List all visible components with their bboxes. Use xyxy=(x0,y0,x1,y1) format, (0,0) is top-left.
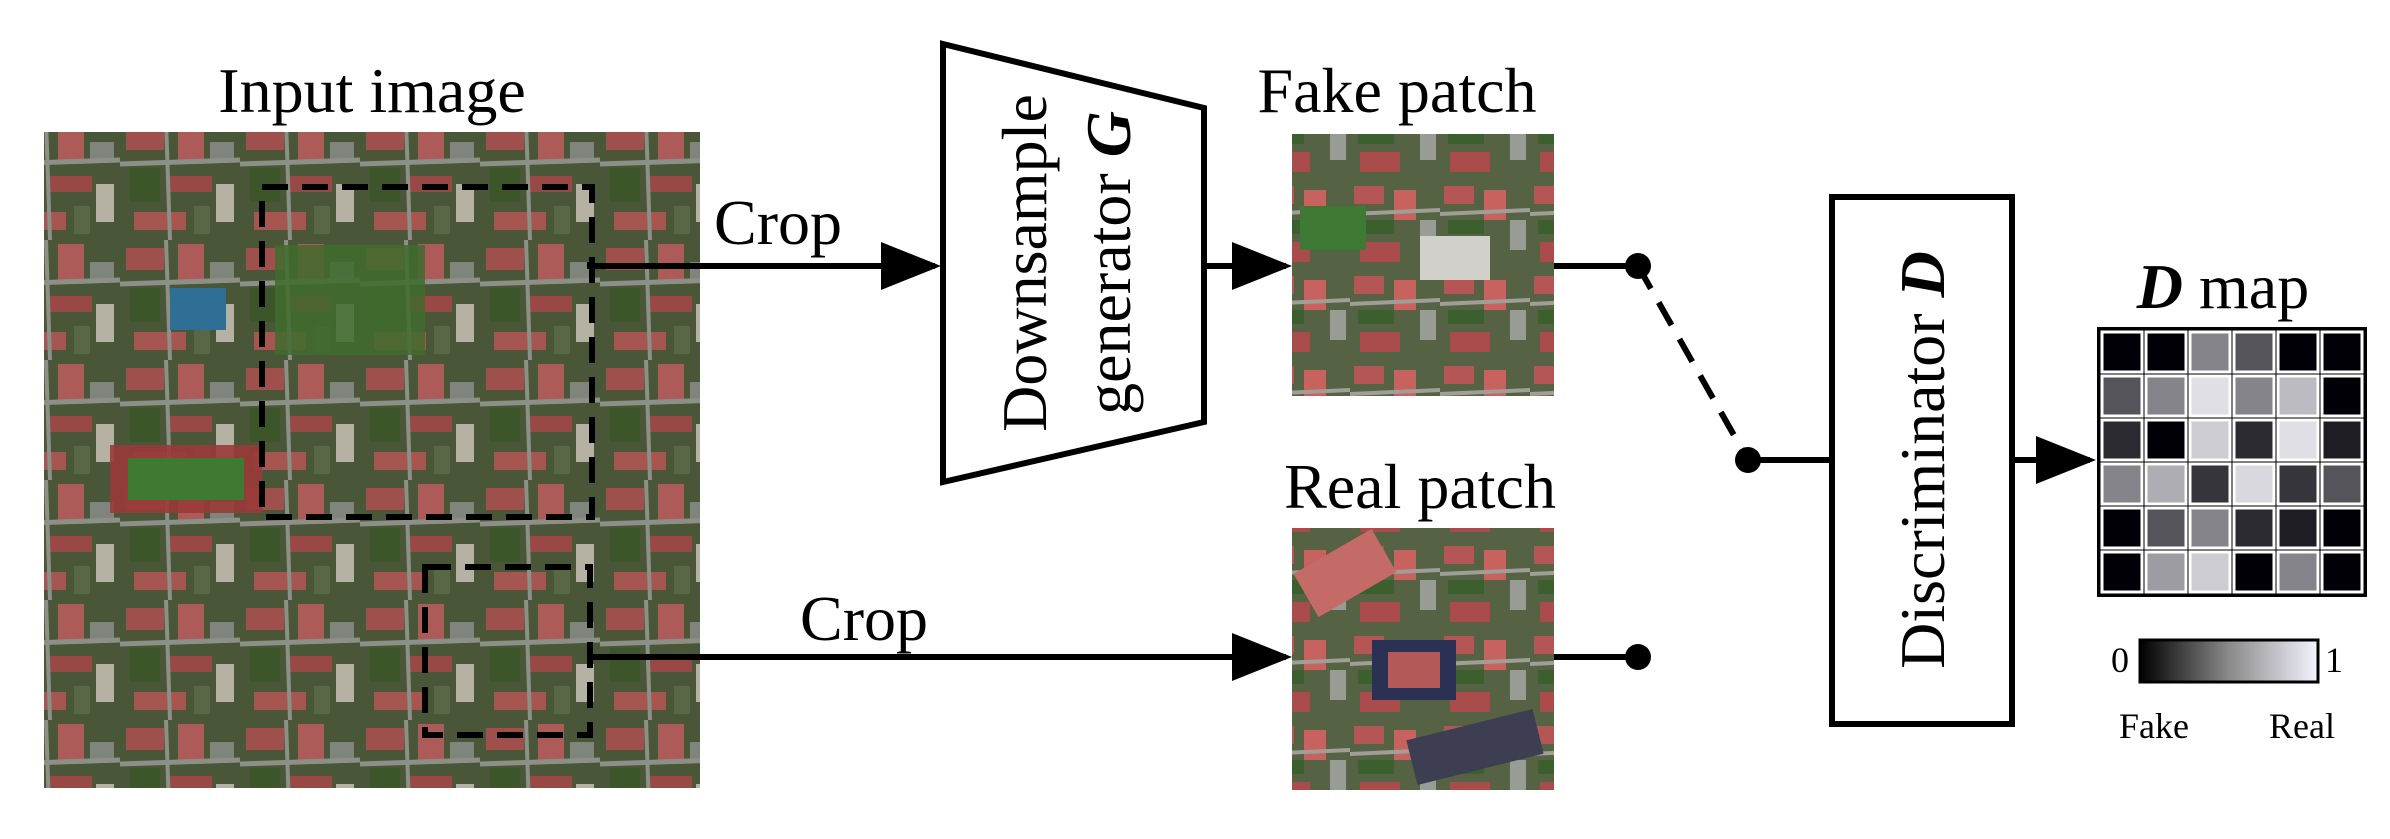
discriminator-label: Discriminator D xyxy=(1887,251,1958,669)
crop-arrow-top xyxy=(587,242,941,290)
d-map-cell xyxy=(2320,330,2364,374)
d-map-cell xyxy=(2320,418,2364,462)
colorbar-min-label: 0 xyxy=(2111,640,2129,680)
input-image-title: Input image xyxy=(218,55,525,126)
d-map-cell xyxy=(2320,462,2364,506)
crop-region-small xyxy=(422,564,593,738)
d-map-cell xyxy=(2188,506,2232,550)
d-map-cell xyxy=(2232,374,2276,418)
d-map-cell xyxy=(2276,506,2320,550)
generator-line2: generator G xyxy=(1073,111,1144,415)
d-map-cell xyxy=(2100,462,2144,506)
d-map-cell xyxy=(2100,550,2144,594)
d-map-cell xyxy=(2144,506,2188,550)
d-map-cell xyxy=(2232,506,2276,550)
d-map-cell xyxy=(2144,330,2188,374)
d-map-cell xyxy=(2232,418,2276,462)
d-map-cell xyxy=(2232,462,2276,506)
d-map-cell xyxy=(2276,418,2320,462)
downsample-generator-block xyxy=(940,40,1207,486)
d-map-cell xyxy=(2276,462,2320,506)
d-map-cell xyxy=(2144,418,2188,462)
d-map-cell xyxy=(2276,550,2320,594)
d-map-grid xyxy=(2097,327,2367,597)
d-map-cell xyxy=(2232,550,2276,594)
d-map-cell xyxy=(2100,330,2144,374)
crop-label-bottom: Crop xyxy=(800,583,928,654)
d-map-cell xyxy=(2144,374,2188,418)
d-map-cell xyxy=(2188,550,2232,594)
colorbar-fake-label: Fake xyxy=(2119,706,2189,746)
real-patch-title: Real patch xyxy=(1284,451,1556,522)
d-map-cell xyxy=(2232,330,2276,374)
d-map-cell xyxy=(2320,550,2364,594)
fake-patch-image xyxy=(1292,134,1554,396)
d-map-cell xyxy=(2100,418,2144,462)
d-map-cell xyxy=(2320,506,2364,550)
input-aerial-image xyxy=(44,132,700,788)
d-map-title: D map xyxy=(2136,251,2309,322)
colorbar xyxy=(2138,638,2320,684)
switch-lever xyxy=(1635,264,1751,462)
d-map-cell xyxy=(2276,330,2320,374)
colorbar-max-label: 1 xyxy=(2325,640,2343,680)
colorbar-real-label: Real xyxy=(2269,706,2335,746)
d-map-cell xyxy=(2144,462,2188,506)
d-map-cell xyxy=(2320,374,2364,418)
d-map-cell xyxy=(2144,550,2188,594)
d-map-cell xyxy=(2100,374,2144,418)
d-map-cell xyxy=(2188,418,2232,462)
switch-terminal-real xyxy=(1625,644,1651,670)
crop-region-large xyxy=(259,184,595,520)
d-map-cell xyxy=(2276,374,2320,418)
generator-line1: Downsample xyxy=(989,94,1060,432)
d-map-cell xyxy=(2188,330,2232,374)
d-map-cell xyxy=(2188,462,2232,506)
d-map-cell xyxy=(2100,506,2144,550)
fake-patch-title: Fake patch xyxy=(1258,55,1537,126)
real-patch-image xyxy=(1292,528,1554,790)
crop-label-top: Crop xyxy=(714,187,842,258)
d-map-cell xyxy=(2188,374,2232,418)
